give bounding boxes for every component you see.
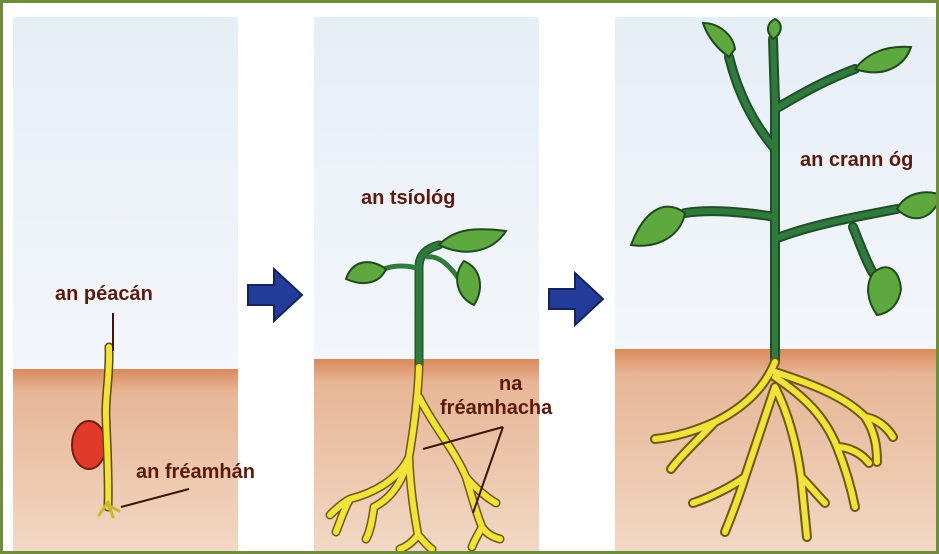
- label-sprout: an péacán: [55, 283, 153, 305]
- pointer-line-roots-a: [423, 427, 503, 449]
- label-roots-line2: fréamhacha: [440, 397, 552, 419]
- label-seedling: an tsíológ: [361, 187, 455, 209]
- label-radicle: an fréamhán: [136, 461, 255, 483]
- label-young-tree: an crann óg: [800, 149, 913, 171]
- label-roots-line1: na: [499, 373, 522, 395]
- pointer-line-roots-b: [473, 427, 503, 513]
